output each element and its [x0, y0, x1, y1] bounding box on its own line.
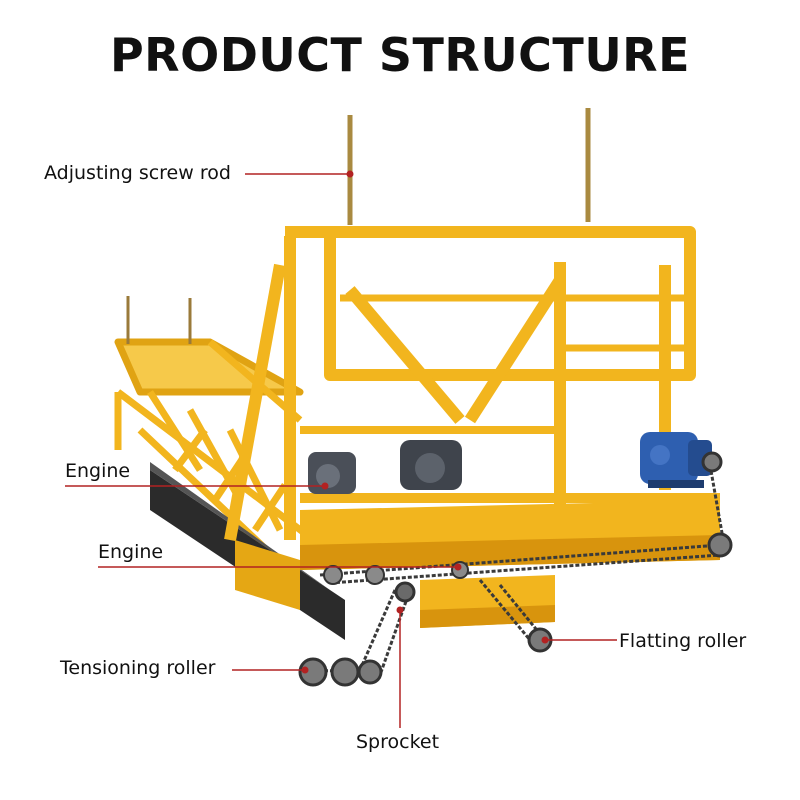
label-sprocket: Sprocket	[356, 731, 440, 753]
leader-dot-engine-lower	[454, 563, 462, 571]
label-engine-lower: Engine	[98, 541, 164, 563]
blue-motor	[640, 432, 712, 488]
leader-dot-engine-upper	[321, 482, 329, 490]
drive-chains	[299, 464, 727, 676]
rear-rods	[126, 296, 192, 344]
engines-upper	[308, 440, 462, 494]
label-flatting-roller: Flatting roller	[619, 630, 747, 652]
rollers	[298, 451, 733, 687]
label-adjusting-screw-rod: Adjusting screw rod	[44, 162, 231, 184]
leader-dot-tensioning-roller	[301, 666, 309, 674]
page-title: PRODUCT STRUCTURE	[109, 28, 691, 82]
adjusting-screw-rods	[347, 108, 591, 225]
leader-dot-flatting-roller	[541, 636, 549, 644]
leader-lines	[65, 170, 617, 728]
main-frame	[224, 226, 720, 542]
leader-dot-sprocket	[396, 606, 404, 614]
leader-dot-screw-rod	[346, 170, 354, 178]
label-tensioning-roller: Tensioning roller	[60, 657, 216, 679]
label-engine-upper: Engine	[65, 460, 131, 482]
